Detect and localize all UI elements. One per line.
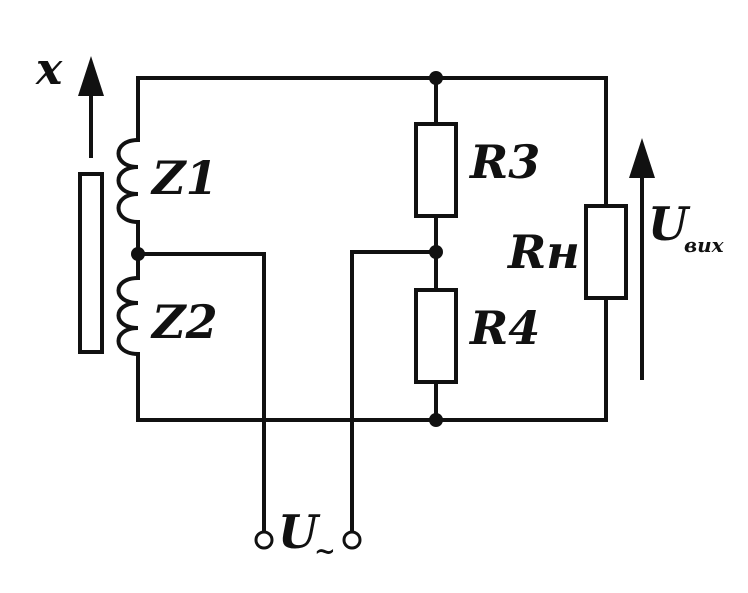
label-r4: R4 bbox=[468, 301, 540, 355]
displacement-arrow bbox=[78, 56, 104, 158]
resistor-r4 bbox=[414, 288, 458, 384]
input-terminal-right bbox=[342, 530, 362, 550]
label-u-in: U bbox=[278, 505, 321, 559]
label-u-in-subscript: ~ bbox=[314, 537, 336, 567]
label-u-out: U bbox=[648, 197, 691, 251]
junction-r-mid bbox=[429, 245, 443, 259]
wires bbox=[136, 76, 608, 534]
input-terminal-left bbox=[254, 530, 274, 550]
inductor-z2 bbox=[116, 275, 141, 357]
wire-input-right bbox=[350, 250, 438, 534]
label-z2: Z2 bbox=[150, 295, 218, 349]
label-rn: Rн bbox=[506, 225, 580, 279]
inductor-z1 bbox=[116, 137, 141, 225]
resistor-rn bbox=[584, 204, 628, 300]
resistor-r3 bbox=[414, 122, 458, 218]
movable-core bbox=[78, 172, 104, 354]
wire-input-left bbox=[136, 252, 266, 534]
output-voltage-arrow bbox=[629, 138, 655, 380]
label-r3: R3 bbox=[468, 135, 540, 189]
label-z1: Z1 bbox=[150, 151, 218, 205]
label-x: x bbox=[35, 44, 63, 95]
junction-top bbox=[429, 71, 443, 85]
junction-bottom bbox=[429, 413, 443, 427]
junction-z-mid bbox=[131, 247, 145, 261]
label-u-out-subscript: вих bbox=[684, 233, 725, 257]
